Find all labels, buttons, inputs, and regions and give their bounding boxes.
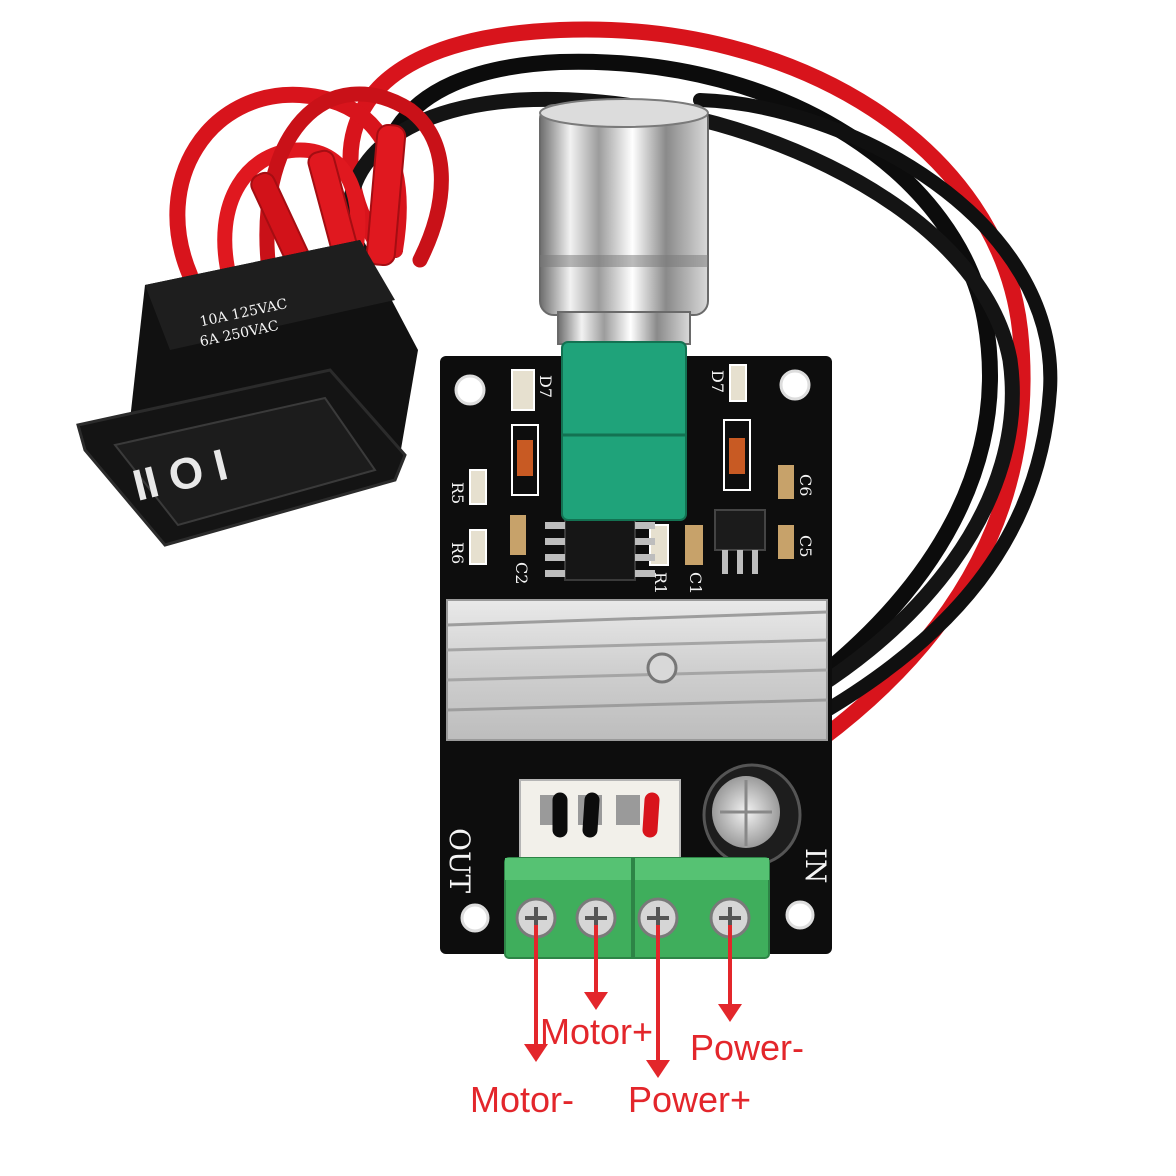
in-label: IN	[799, 848, 832, 884]
silk-label-c5: C5	[796, 535, 815, 557]
red-wire	[217, 142, 366, 288]
terminal-arrowhead	[646, 1060, 670, 1078]
terminal-label-power-minus: Power-	[690, 1027, 804, 1068]
pot-knob[interactable]	[539, 104, 709, 316]
terminal-arrowhead	[524, 1044, 548, 1062]
terminal-arrowhead	[584, 992, 608, 1010]
silk-label-r6: R6	[448, 542, 467, 564]
pcb-board: D7 D7 R5 R6 C2 R1 C1 C6 C5 OUT IN	[440, 356, 832, 959]
black-wire	[693, 93, 1058, 727]
pot-body	[561, 341, 687, 521]
terminal-label-power-plus: Power+	[628, 1079, 751, 1120]
switch-back-plate	[145, 240, 395, 350]
terminal-label-motor-plus: Motor+	[540, 1011, 653, 1052]
speed-potentiometer[interactable]	[539, 98, 709, 521]
silk-label-r5: R5	[448, 482, 467, 504]
terminal-labels-group: Motor- Motor+ Power+ Power-	[470, 897, 804, 1120]
silk-label-c1: C1	[686, 572, 705, 594]
silk-label-r1: R1	[651, 572, 670, 594]
switch-rocker[interactable]	[113, 396, 377, 527]
red-wire	[259, 86, 449, 288]
terminal-arrowhead	[718, 1004, 742, 1022]
heatsink	[446, 599, 828, 741]
out-label: OUT	[443, 828, 476, 894]
terminal-label-motor-minus: Motor-	[470, 1079, 574, 1120]
mounting-hole	[779, 369, 811, 401]
mounting-hole	[454, 374, 486, 406]
voltage-regulator	[714, 509, 766, 551]
mounting-hole	[460, 903, 490, 933]
silk-label-c2: C2	[512, 562, 531, 584]
silk-label-d7: D7	[536, 375, 555, 398]
ic-chip	[564, 514, 636, 581]
heat-shrink-sleeve	[365, 123, 407, 267]
screw-terminal-block	[504, 857, 770, 959]
pot-shaft	[557, 311, 691, 345]
silk-label-d7-right: D7	[708, 370, 727, 393]
silk-label-c6: C6	[796, 474, 815, 496]
rocker-switch[interactable]: 10A 125VAC 6A 250VAC I O II	[76, 240, 418, 547]
heatsink-screw	[646, 652, 678, 684]
mounting-hole	[785, 900, 815, 930]
